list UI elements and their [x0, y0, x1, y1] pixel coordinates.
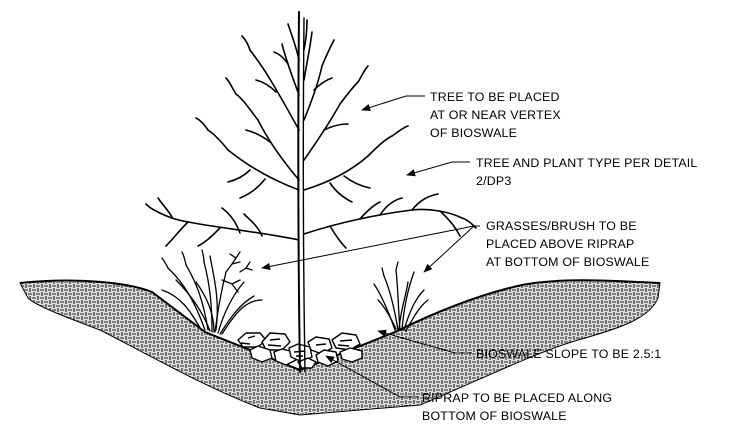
grasses-right [373, 261, 429, 332]
leader-arrows [261, 95, 480, 398]
note-tree-type-line-1: TREE AND PLANT TYPE PER DETAIL [476, 156, 698, 170]
grasses-left [161, 249, 263, 335]
leader-slope [377, 329, 472, 354]
note-tree-vertex-line-2: AT OR NEAR VERTEX [430, 108, 561, 122]
note-slope-line-1: BIOSWALE SLOPE TO BE 2.5:1 [476, 347, 661, 361]
leader-grasses-right [423, 225, 475, 273]
note-grasses-line-1: GRASSES/BRUSH TO BE [486, 219, 637, 233]
note-riprap-line-1: RIPRAP TO BE PLACED ALONG [422, 391, 612, 405]
bioswale-soil-section [19, 279, 661, 416]
ground-surface-line [19, 279, 661, 372]
tree-branches [145, 19, 477, 249]
tree-trunk [297, 11, 301, 373]
leader-tree-type [406, 161, 470, 177]
note-grasses-line-2: PLACED ABOVE RIPRAP [486, 237, 634, 251]
annotation-notes: TREE TO BE PLACED AT OR NEAR VERTEX OF B… [422, 90, 698, 423]
note-grasses-line-3: AT BOTTOM OF BIOSWALE [486, 255, 649, 269]
tree-illustration [145, 11, 477, 373]
note-tree-vertex-line-1: TREE TO BE PLACED [430, 90, 560, 104]
leader-tree-vertex [361, 95, 425, 111]
note-riprap-line-2: BOTTOM OF BIOSWALE [422, 409, 567, 423]
leader-grasses-left [261, 225, 480, 270]
leader-riprap [325, 355, 418, 398]
tree-trunk-right-edge [302, 17, 306, 373]
note-tree-vertex-line-3: OF BIOSWALE [430, 126, 517, 140]
note-tree-type-line-2: 2/DP3 [476, 174, 511, 188]
